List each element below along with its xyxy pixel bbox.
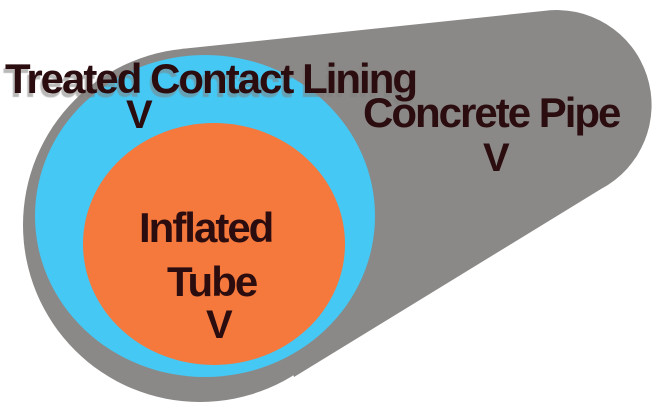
pointer-tube-v: V	[206, 303, 233, 347]
label-tube: Tube	[167, 258, 258, 305]
label-treated-contact-lining: Treated Contact Lining	[5, 55, 418, 102]
label-concrete-pipe: Concrete Pipe	[363, 89, 621, 136]
inflated-tube-circle	[83, 123, 345, 365]
pointer-pipe-v: V	[483, 136, 510, 180]
pointer-lining-v: V	[126, 93, 153, 137]
label-inflated: Inflated	[139, 204, 274, 251]
